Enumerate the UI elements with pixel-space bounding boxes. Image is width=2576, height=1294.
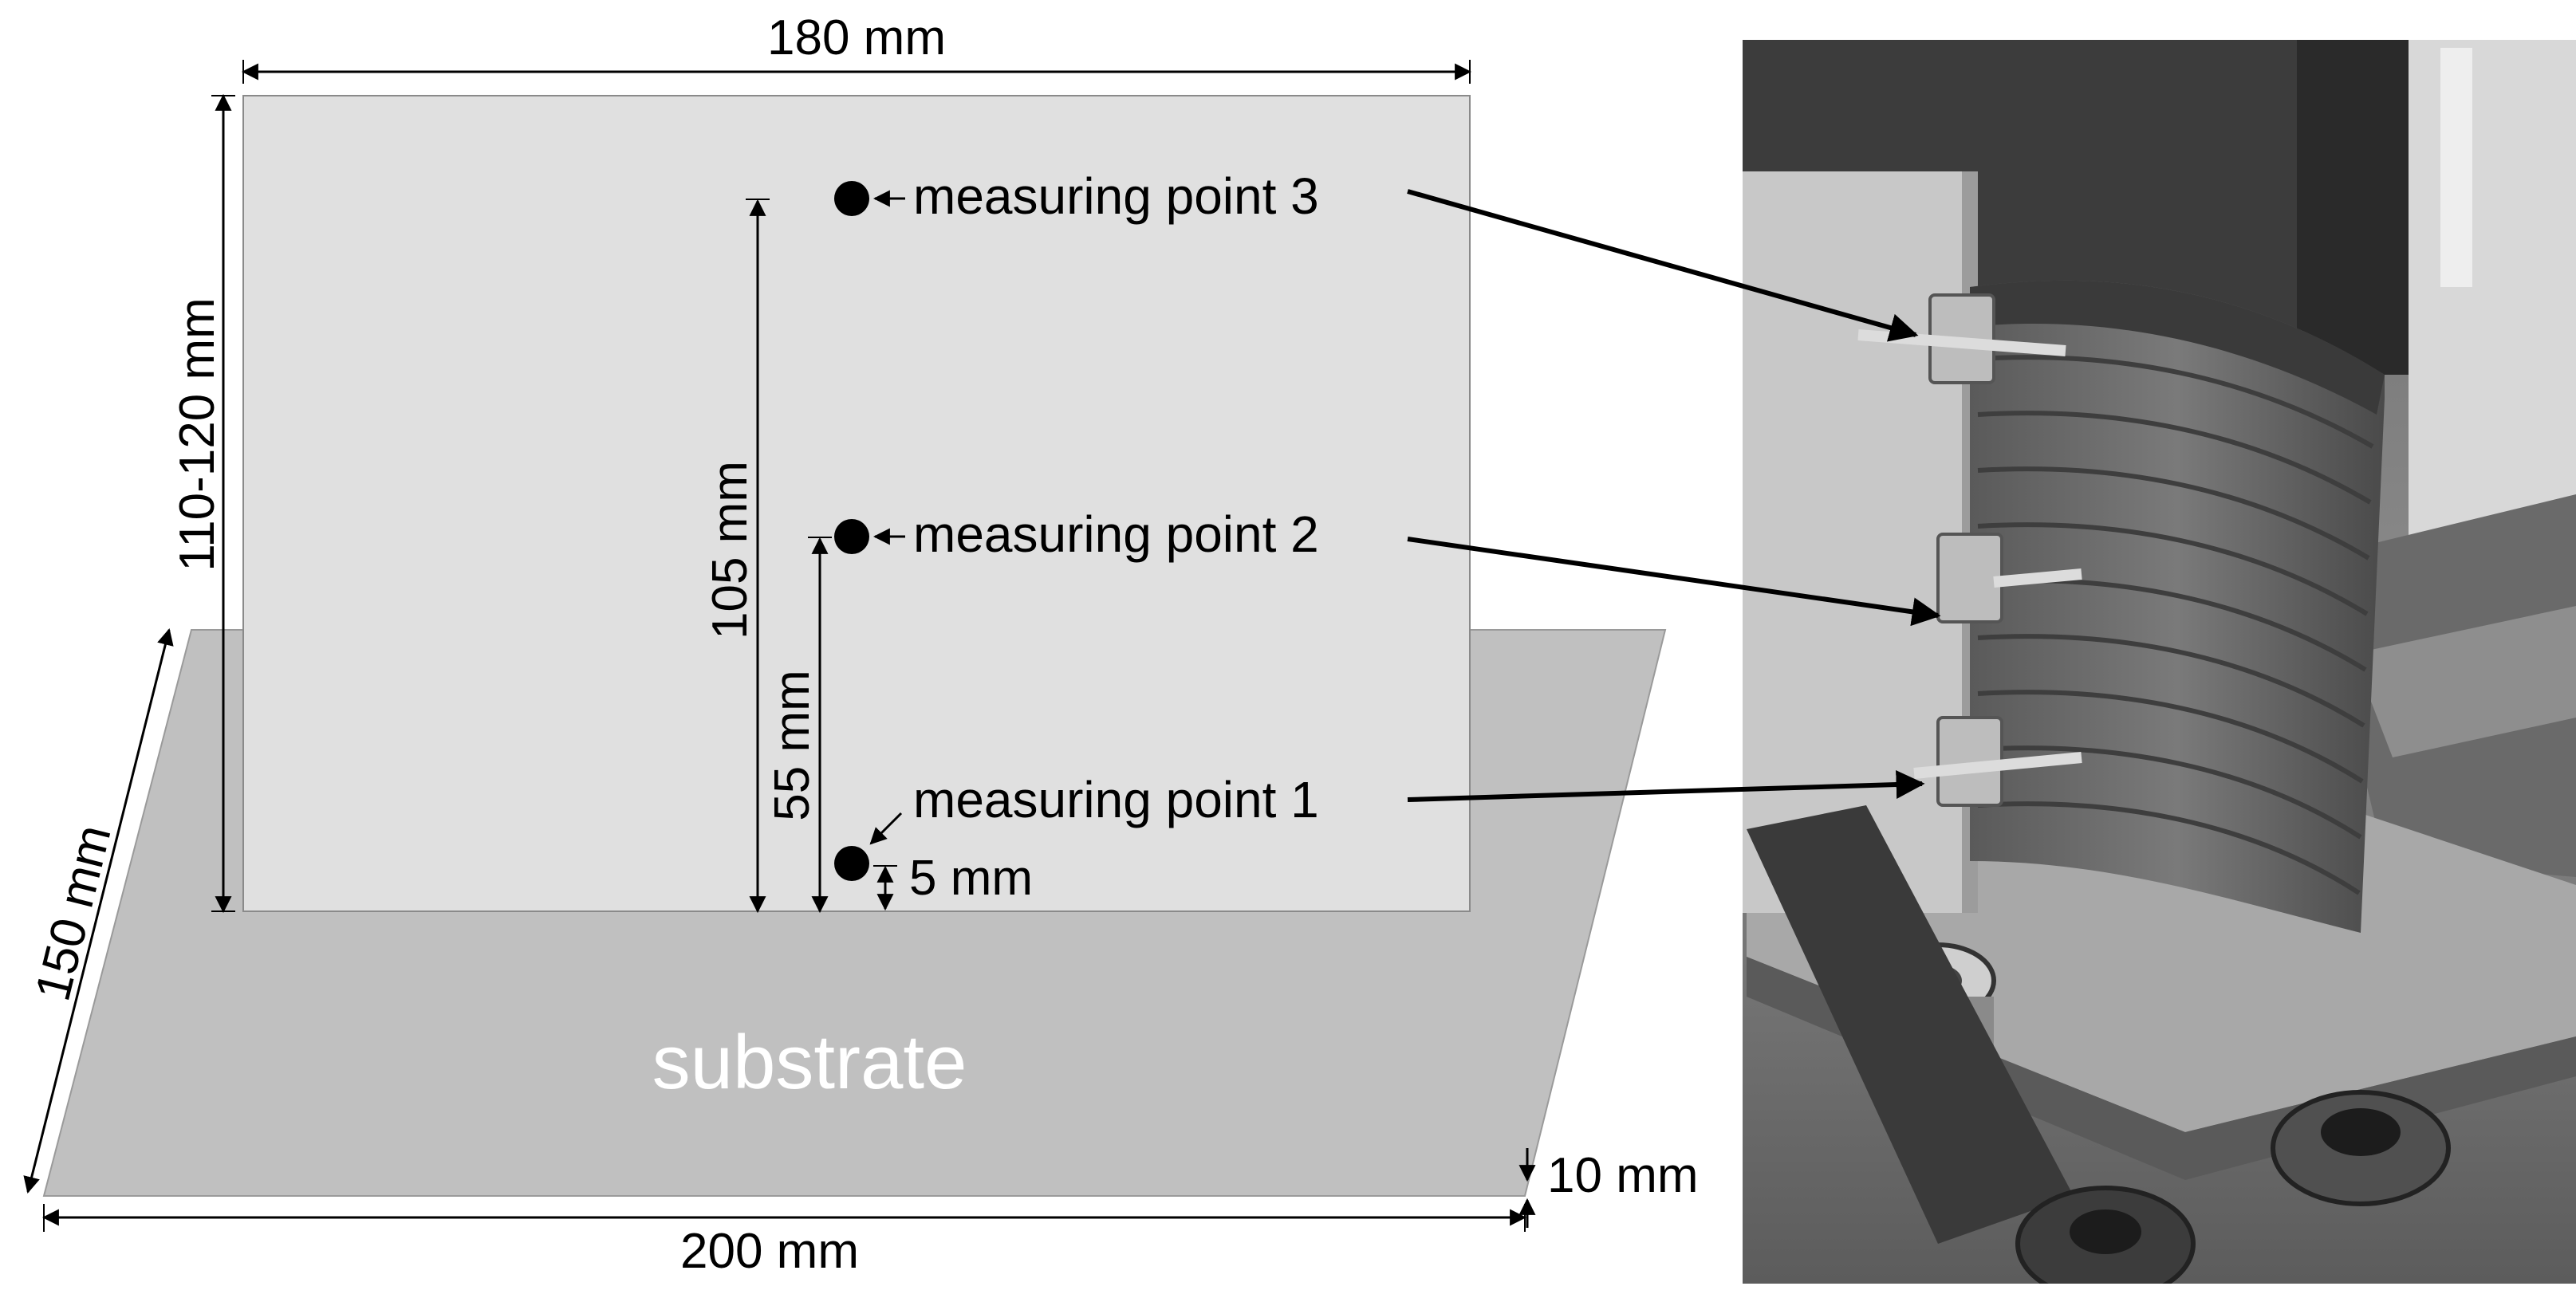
deposited-wall bbox=[242, 95, 1471, 912]
measuring-point-1-label: measuring point 1 bbox=[913, 771, 1319, 828]
measuring-point-2-dot bbox=[834, 519, 869, 554]
measuring-point-1-dot bbox=[834, 846, 869, 881]
leader-line-point-2 bbox=[1407, 537, 1941, 627]
dim-label-200: 200 mm bbox=[680, 1224, 859, 1279]
substrate-label: substrate bbox=[652, 1020, 967, 1105]
leader-line-point-3 bbox=[1407, 189, 1919, 342]
leader-line-point-1 bbox=[1407, 770, 1925, 802]
dim-label-180: 180 mm bbox=[767, 10, 946, 65]
measuring-point-3-dot bbox=[834, 181, 869, 216]
dim-label-10: 10 mm bbox=[1547, 1148, 1698, 1203]
dim-label-5: 5 mm bbox=[909, 851, 1033, 906]
dim-label-55: 55 mm bbox=[765, 670, 820, 820]
measuring-point-2-label: measuring point 2 bbox=[913, 505, 1319, 563]
dim-label-105: 105 mm bbox=[703, 461, 758, 639]
dim-label-110-120: 110-120 mm bbox=[170, 297, 225, 571]
dim-line-150 bbox=[23, 627, 174, 1194]
photo-panel bbox=[1743, 40, 2576, 1284]
measuring-point-3-label: measuring point 3 bbox=[913, 167, 1319, 225]
